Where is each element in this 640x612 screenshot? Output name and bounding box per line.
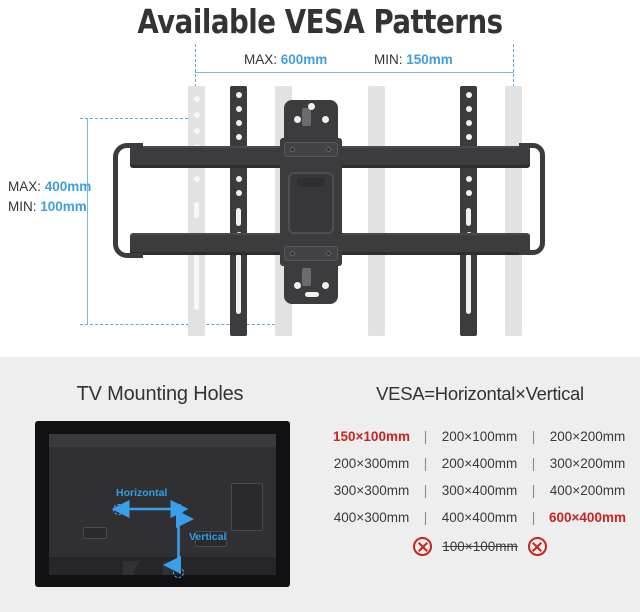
circle-x-icon-left xyxy=(413,537,433,556)
vesa-size-cell: 400×200mm xyxy=(549,483,626,498)
vesa-size-cell: 400×400mm xyxy=(441,510,518,525)
mount-right-hook xyxy=(519,143,545,255)
min-width-value: 150mm xyxy=(406,52,453,67)
center-plate-slot-bottom xyxy=(305,292,319,297)
vesa-size-cell: 200×300mm xyxy=(333,456,410,471)
mount-rail-dark-left xyxy=(230,86,247,336)
center-plate-stud-bottom xyxy=(302,268,311,286)
max-width-value: 600mm xyxy=(280,52,328,67)
tv-rear-illustration: Horizontal Vertical xyxy=(35,421,290,587)
circle-x-icon-right xyxy=(527,537,547,556)
height-dimension-line xyxy=(87,118,88,325)
vesa-cell-separator: | xyxy=(531,456,536,471)
tv-back-panel-top xyxy=(49,434,276,447)
vesa-size-cell: 300×200mm xyxy=(549,456,626,471)
height-guide-bottom xyxy=(80,324,280,325)
center-plate-dot-top xyxy=(308,103,315,110)
page-title: Available VESA Patterns xyxy=(137,2,503,41)
vesa-size-cell: 200×400mm xyxy=(441,456,518,471)
center-plate-stud-top xyxy=(302,108,311,126)
center-plate-bar-top xyxy=(284,142,338,157)
vesa-size-cell: 300×300mm xyxy=(333,483,410,498)
tv-port-middle xyxy=(195,531,227,547)
min-height-value: 100mm xyxy=(40,199,87,214)
top-diagram-section: Available VESA Patterns MAX: 600mm MIN: … xyxy=(8,2,545,336)
horizontal-dimension-label: Horizontal xyxy=(116,487,168,499)
width-dimension-line xyxy=(195,72,514,73)
center-plate-screw-br xyxy=(326,251,331,256)
center-plate-notch xyxy=(297,178,325,187)
mount-rail-dark-right xyxy=(460,86,477,336)
vesa-cell-separator: | xyxy=(423,510,428,525)
tv-port-right xyxy=(231,483,263,531)
vesa-size-cell: 200×100mm xyxy=(441,429,518,444)
vesa-size-cell: 400×300mm xyxy=(333,510,410,525)
unsupported-size-label: 100×100mm xyxy=(442,539,518,554)
mount-center-plate xyxy=(280,86,342,336)
mount-left-hook xyxy=(113,143,143,258)
vertical-dimension-label: Vertical xyxy=(189,531,227,543)
mount-rail-ghost-holes-1 xyxy=(188,86,205,336)
center-plate-bar-bottom xyxy=(284,246,338,261)
horizontal-arrow-icon xyxy=(111,499,189,519)
max-width-prefix: MAX: xyxy=(244,52,278,67)
vesa-size-row: 400×300mm | 400×400mm | 600×400mm xyxy=(322,504,638,531)
vesa-size-cell: 150×100mm xyxy=(333,429,410,444)
min-height-label: MIN: 100mm xyxy=(8,197,91,217)
vertical-arrow-icon xyxy=(162,509,195,575)
bottom-info-section: TV Mounting Holes VESA=Horizontal×Vertic… xyxy=(0,357,640,612)
center-plate-dot-top-left xyxy=(294,116,301,123)
vesa-size-row: 300×300mm | 300×400mm | 400×200mm xyxy=(322,477,638,504)
min-height-prefix: MIN: xyxy=(8,199,37,214)
vesa-size-cell: 200×200mm xyxy=(549,429,626,444)
vesa-cell-separator: | xyxy=(531,483,536,498)
vesa-cell-separator: | xyxy=(531,429,536,444)
min-width-prefix: MIN: xyxy=(374,52,403,67)
unsupported-size-row: 100×100mm xyxy=(322,537,638,556)
min-width-label: MIN: 150mm xyxy=(374,52,453,67)
width-guide-left xyxy=(195,44,196,92)
max-height-value: 400mm xyxy=(44,179,92,194)
center-plate-screw-tr xyxy=(326,147,331,152)
vesa-cell-separator: | xyxy=(423,483,428,498)
max-height-label: MAX: 400mm xyxy=(8,177,91,197)
center-plate-screw-bl xyxy=(290,251,295,256)
vesa-size-row: 150×100mm | 200×100mm | 200×200mm xyxy=(322,423,638,450)
tv-base-bar xyxy=(49,557,276,575)
center-plate-bottom-wing xyxy=(284,262,338,304)
height-guide-top xyxy=(80,118,198,119)
vesa-size-row: 200×300mm | 200×400mm | 300×200mm xyxy=(322,450,638,477)
vesa-cell-separator: | xyxy=(423,456,428,471)
vesa-panel-heading: VESA=Horizontal×Vertical xyxy=(376,383,584,404)
center-plate-dot-top-right xyxy=(322,116,329,123)
center-plate-dot-bottom-left xyxy=(294,282,301,289)
height-labels-group: MAX: 400mm MIN: 100mm xyxy=(8,177,91,217)
vesa-cell-separator: | xyxy=(423,429,428,444)
vesa-size-cell: 300×400mm xyxy=(441,483,518,498)
center-plate-screw-tl xyxy=(290,147,295,152)
center-plate-dot-bottom-right xyxy=(322,282,329,289)
max-height-prefix: MAX: xyxy=(8,179,42,194)
tv-panel-heading: TV Mounting Holes xyxy=(76,383,244,405)
width-guide-right xyxy=(513,44,514,92)
max-width-label: MAX: 600mm xyxy=(244,52,327,67)
mount-rail-ghost-3 xyxy=(368,86,385,336)
wall-mount-illustration xyxy=(113,86,545,336)
vesa-cell-separator: | xyxy=(531,510,536,525)
tv-port-left xyxy=(83,527,107,539)
vesa-size-cell: 600×400mm xyxy=(549,510,626,525)
